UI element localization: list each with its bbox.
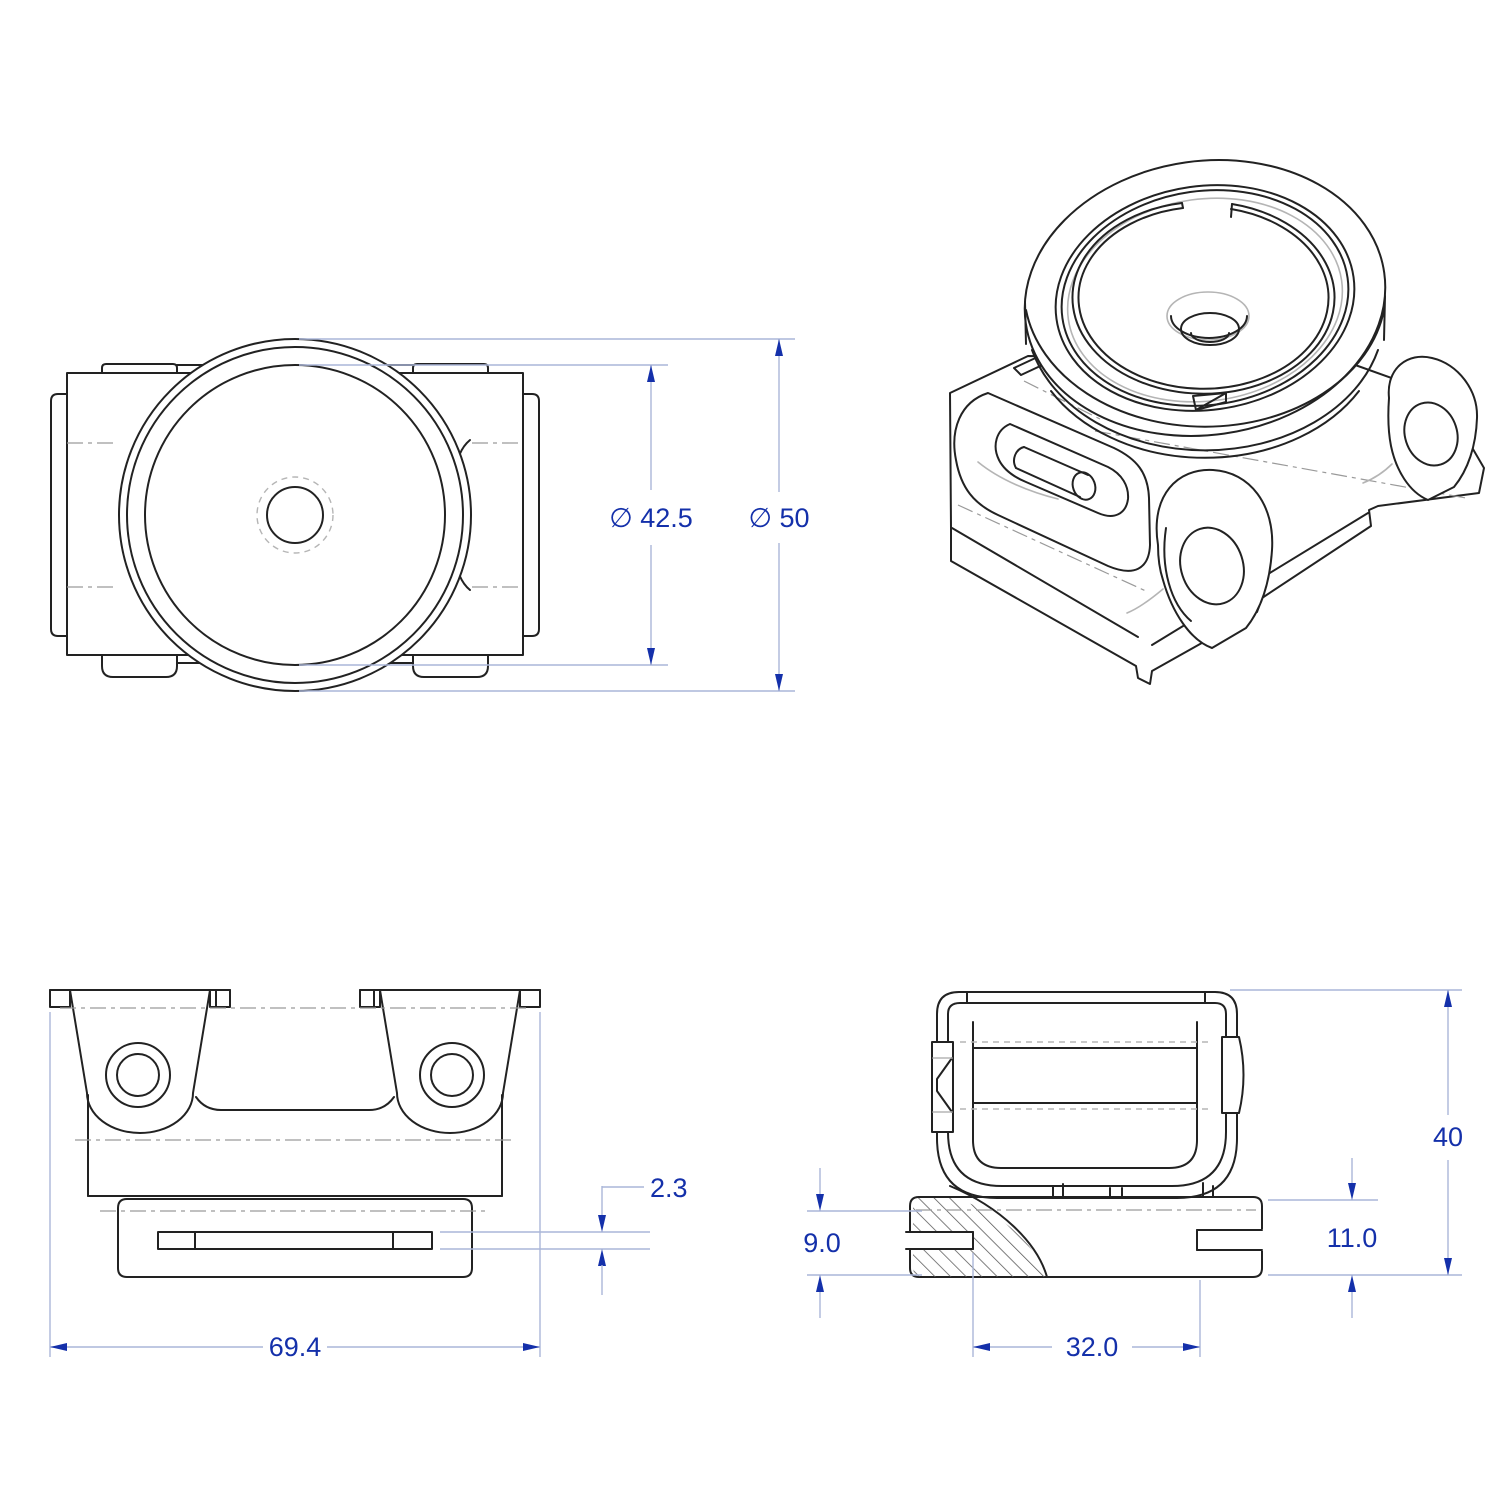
front-view-left-lug-hole xyxy=(116,1053,160,1097)
dimension-recess-9-0: 9.0 xyxy=(803,1168,922,1318)
front-view-base-plate xyxy=(117,1198,473,1278)
dim-label-slot-thickness: 2.3 xyxy=(650,1173,688,1203)
arrowhead-down xyxy=(775,674,783,691)
iso-front-lug xyxy=(1155,468,1274,649)
dimension-diameter-42-5: ∅ 42.5 xyxy=(299,364,693,666)
dimension-width-69-4: 69.4 xyxy=(49,1012,541,1362)
arrowhead-up xyxy=(647,365,655,382)
dim-label-overall-height: 40 xyxy=(1433,1122,1463,1152)
top-view-plate-inner-circle xyxy=(144,364,446,666)
arrowhead-left xyxy=(973,1343,990,1351)
front-view xyxy=(49,989,541,1278)
arrowhead-up xyxy=(598,1249,606,1266)
front-view-corner-tab xyxy=(49,989,71,1008)
side-view-section-hatch xyxy=(913,1197,1046,1277)
top-view-bottom-boss-right xyxy=(412,654,489,678)
front-view-right-lug xyxy=(379,989,521,1134)
iso-strap xyxy=(953,392,1151,572)
front-view-right-lug-hole xyxy=(430,1053,474,1097)
top-view-right-tab xyxy=(522,393,540,637)
top-view xyxy=(50,338,540,692)
iso-right-lug-hole xyxy=(1403,401,1459,467)
side-view-right-boss xyxy=(1221,1036,1245,1114)
top-view-left-tab xyxy=(50,393,68,637)
top-view-bottom-boss-left xyxy=(101,654,178,678)
top-view-center-hole xyxy=(266,486,324,544)
dimension-diameter-50: ∅ 50 xyxy=(299,338,810,692)
front-view-slot xyxy=(157,1231,433,1250)
arrowhead-down xyxy=(598,1215,606,1232)
dimension-slots-32-0: 32.0 xyxy=(972,1253,1201,1362)
dimension-height-40: 40 xyxy=(1230,989,1463,1276)
arrowhead-down xyxy=(816,1194,824,1211)
front-view-left-lug-boss xyxy=(105,1042,171,1108)
arrowhead-up xyxy=(1444,990,1452,1007)
arrowhead-up xyxy=(1348,1275,1356,1292)
dim-label-outer-diameter: ∅ 50 xyxy=(748,503,809,533)
dim-label-recess-depth: 9.0 xyxy=(803,1228,841,1258)
isometric-view xyxy=(949,159,1485,685)
arrowhead-down xyxy=(1348,1183,1356,1200)
top-view-top-boss-left xyxy=(101,363,178,374)
side-view xyxy=(905,991,1266,1278)
dimension-base-11-0: 11.0 xyxy=(1268,1158,1378,1318)
front-view-left-lug xyxy=(69,989,211,1134)
side-view-base-plate xyxy=(909,1196,1263,1278)
top-view-plate-outer-circle xyxy=(118,338,472,692)
side-view-left-boss xyxy=(931,1041,954,1133)
arrowhead-up xyxy=(816,1275,824,1292)
iso-ring xyxy=(1023,159,1387,459)
dimension-slot-2-3: 2.3 xyxy=(440,1173,688,1295)
dim-label-inner-diameter: ∅ 42.5 xyxy=(609,503,693,533)
arrowhead-right xyxy=(523,1343,540,1351)
dim-label-base-thickness: 11.0 xyxy=(1327,1223,1378,1253)
arrowhead-down xyxy=(1444,1258,1452,1275)
front-view-right-lug-boss xyxy=(419,1042,485,1108)
dim-label-slot-spacing: 32.0 xyxy=(1066,1332,1119,1362)
arrowhead-up xyxy=(775,339,783,356)
dim-label-overall-width: 69.4 xyxy=(269,1332,322,1362)
top-view-top-boss-right xyxy=(412,363,489,374)
front-view-corner-tab xyxy=(519,989,541,1008)
arrowhead-left xyxy=(50,1343,67,1351)
arrowhead-right xyxy=(1183,1343,1200,1351)
front-view-bridge xyxy=(195,1096,395,1111)
iso-front-lug-hole xyxy=(1179,526,1245,606)
iso-right-lug xyxy=(1387,355,1479,501)
arrowhead-down xyxy=(647,648,655,665)
